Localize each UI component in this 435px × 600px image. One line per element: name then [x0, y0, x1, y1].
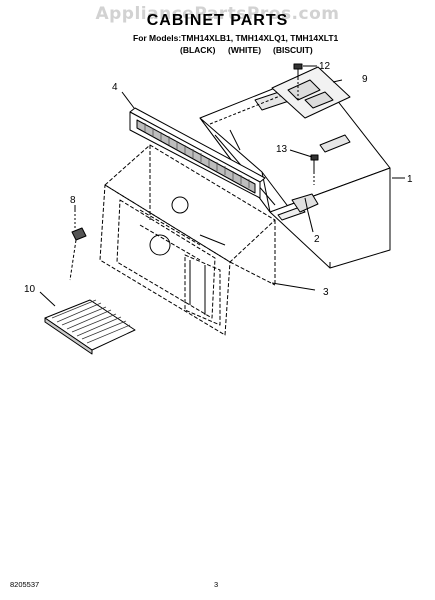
page-title: CABINET PARTS [146, 12, 289, 29]
watermark: AppliancePartsPros.com [95, 4, 340, 24]
leader-lines [39, 65, 405, 307]
part-13-screw [310, 154, 319, 185]
callout-13: 13 [276, 144, 288, 155]
callout-4: 4 [112, 82, 118, 93]
callout-8: 8 [70, 195, 76, 206]
color-black: (BLACK) [180, 45, 216, 55]
callout-10: 10 [24, 284, 36, 295]
model-list: For Models:TMH14XLB1, TMH14XLQ1, TMH14XL… [133, 33, 339, 43]
part-2-clip [291, 193, 319, 213]
part-3-inner-frame-solid [149, 196, 226, 315]
part-10-filter [44, 299, 136, 355]
part-12-screw [293, 63, 303, 100]
part-4-vent-grille [129, 107, 266, 199]
part-9-bracket [271, 66, 351, 119]
callout-2: 2 [314, 234, 320, 245]
color-biscuit: (BISCUIT) [273, 45, 313, 55]
page-number: 3 [214, 580, 219, 589]
callout-3: 3 [323, 287, 329, 298]
part-8-clip [69, 210, 87, 281]
callout-9: 9 [362, 74, 368, 85]
color-white: (WHITE) [228, 45, 262, 55]
part-3-inner-frame [99, 144, 276, 336]
callout-1: 1 [407, 174, 413, 185]
callout-12: 12 [319, 61, 331, 72]
doc-number: 8205537 [10, 580, 40, 589]
